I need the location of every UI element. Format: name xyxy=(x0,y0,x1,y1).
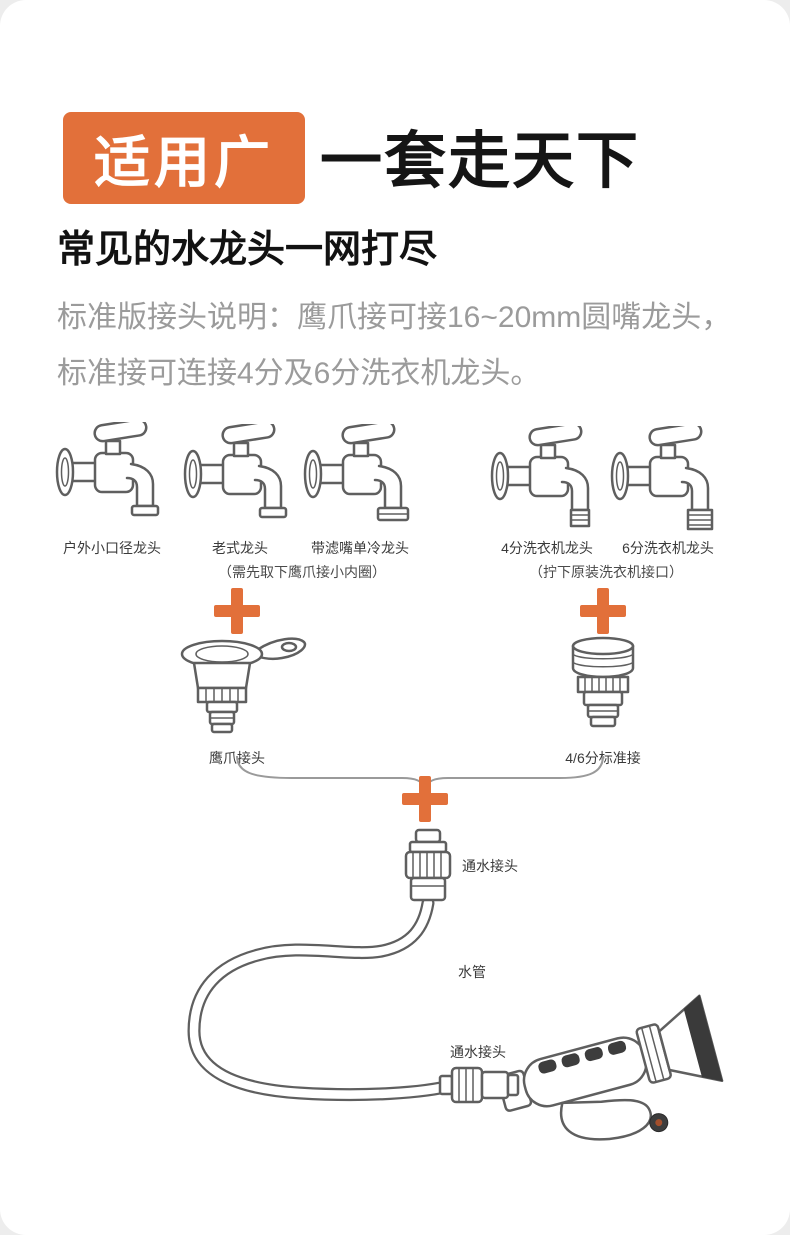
faucet-label: 带滤嘴单冷龙头 xyxy=(311,540,409,556)
faucet-label: 户外小口径龙头 xyxy=(63,540,161,556)
hose-icon xyxy=(187,896,461,1102)
standard-adapter-icon xyxy=(571,636,635,728)
quick-connector-icon xyxy=(404,828,452,902)
applicability-badge: 适用广 xyxy=(63,112,305,204)
gun-connector-label: 通水接头 xyxy=(450,1044,506,1060)
left-group-note: （需先取下鹰爪接小内圈） xyxy=(218,564,386,580)
faucet-washer-4-icon xyxy=(487,426,591,528)
page-title: 一套走天下 xyxy=(320,127,641,196)
plus-icon xyxy=(580,588,626,634)
description-line-2: 标准接可连接4分及6分洗衣机龙头。 xyxy=(57,357,541,390)
description: 标准版接头说明：鹰爪接可接16~20mm圆嘴龙头， 标准接可连接4分及6分洗衣机… xyxy=(57,290,731,402)
faucet-washer-6-icon xyxy=(607,426,714,531)
eagle-claw-connector-icon xyxy=(180,637,307,734)
spray-gun-icon xyxy=(497,994,724,1141)
faucet-label: 老式龙头 xyxy=(212,540,268,556)
faucet-label: 4分洗衣机龙头 xyxy=(501,540,593,556)
faucet-outdoor-small-icon xyxy=(52,422,160,517)
section-subtitle: 常见的水龙头一网打尽 xyxy=(57,229,438,271)
faucet-oldstyle-icon xyxy=(180,424,288,519)
description-line-1: 标准版接头说明：鹰爪接可接16~20mm圆嘴龙头， xyxy=(57,301,732,334)
faucet-label: 6分洗衣机龙头 xyxy=(622,540,714,556)
plus-icon xyxy=(214,588,260,634)
plus-icon xyxy=(402,776,448,822)
gun-quick-connector-icon xyxy=(438,1066,520,1104)
badge-text: 适用广 xyxy=(94,130,274,194)
quick-connector-label: 通水接头 xyxy=(462,858,518,874)
faucet-filter-cold-icon xyxy=(300,424,410,522)
right-group-note: （拧下原装洗衣机接口） xyxy=(529,564,683,580)
hose-label: 水管 xyxy=(458,964,486,980)
